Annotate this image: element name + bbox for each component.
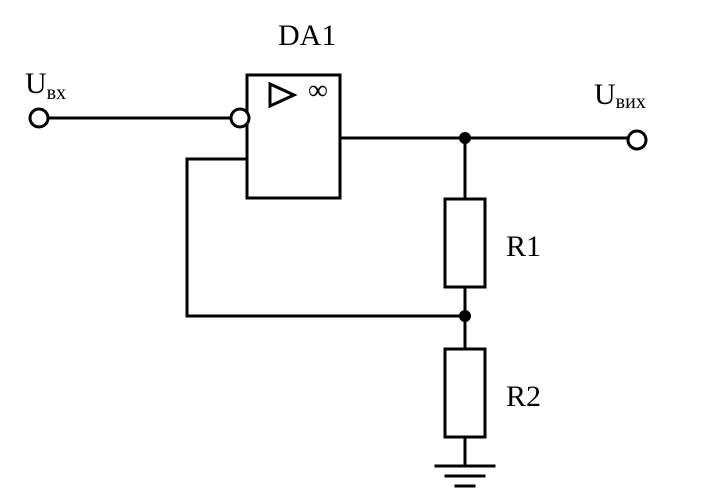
input-voltage-main: U — [25, 67, 47, 100]
resistor-r1 — [443, 197, 487, 289]
infinity-symbol: ∞ — [308, 75, 328, 106]
input-voltage-label: Uвх — [25, 67, 66, 104]
r1-label: R1 — [506, 230, 541, 263]
inverting-input-bubble — [229, 107, 251, 129]
opamp-label: DA1 — [278, 19, 336, 52]
output-voltage-subscript: вих — [616, 91, 646, 113]
resistor-r2 — [443, 347, 487, 439]
output-voltage-main: U — [594, 78, 616, 111]
output-voltage-label: Uвих — [594, 78, 646, 113]
ground-icon — [434, 464, 496, 488]
input-voltage-subscript: вх — [47, 82, 66, 104]
amplifier-triangle-icon — [268, 81, 298, 109]
r2-label: R2 — [506, 380, 541, 413]
input-terminal — [28, 107, 50, 129]
feedback-wire — [185, 157, 467, 318]
output-terminal — [626, 129, 648, 151]
